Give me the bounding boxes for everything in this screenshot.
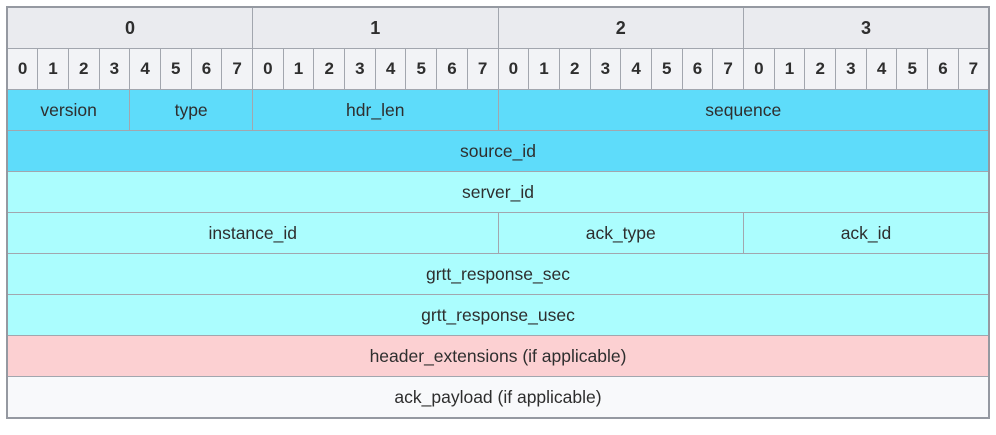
bit-header-cell-byte0-bit3: 3 [98, 48, 131, 90]
bit-header-cell-byte3-bit4: 4 [865, 48, 898, 90]
field-cell-instance-id: instance_id [6, 212, 499, 254]
bit-header-cell-byte2-bit1: 1 [528, 48, 560, 90]
bit-header-cell-byte2-bit0: 0 [497, 48, 530, 90]
bit-header-cell-byte3-bit2: 2 [804, 48, 837, 90]
field-cell-type: type [129, 89, 253, 131]
bit-header-cell-byte1-bit2: 2 [313, 48, 346, 90]
bit-header-cell-byte3-bit3: 3 [835, 48, 867, 90]
field-cell-ack-id: ack_id [743, 212, 990, 254]
byte-header-cell-1: 1 [252, 6, 499, 49]
field-cell-hdr-len: hdr_len [252, 89, 499, 131]
field-row-header-extensions: header_extensions (if applicable) [6, 335, 990, 377]
field-row-source-id: source_id [6, 130, 990, 172]
bit-header-cell-byte3-bit7: 7 [957, 48, 990, 90]
bit-header-cell-byte2-bit4: 4 [620, 48, 652, 90]
byte-header-cell-0: 0 [6, 6, 253, 49]
bit-header-cell-byte2-bit2: 2 [558, 48, 591, 90]
bit-header-cell-byte2-bit5: 5 [650, 48, 683, 90]
bit-header-cell-byte0-bit4: 4 [129, 48, 161, 90]
bit-header-cell-byte3-bit0: 0 [743, 48, 775, 90]
bit-header-cell-byte0-bit6: 6 [190, 48, 223, 90]
bit-header-cell-byte1-bit1: 1 [282, 48, 315, 90]
field-row-grtt-response-usec: grtt_response_usec [6, 294, 990, 336]
field-cell-header-extensions: header_extensions (if applicable) [6, 335, 990, 377]
bit-header-cell-byte2-bit6: 6 [681, 48, 714, 90]
bit-header-cell-byte0-bit2: 2 [67, 48, 100, 90]
bit-header-cell-byte1-bit6: 6 [436, 48, 468, 90]
bit-header-cell-byte1-bit5: 5 [405, 48, 438, 90]
bit-header-cell-byte1-bit7: 7 [466, 48, 499, 90]
bit-header-cell-byte1-bit3: 3 [344, 48, 376, 90]
field-cell-grtt-response-usec: grtt_response_usec [6, 294, 990, 336]
field-cell-sequence: sequence [497, 89, 990, 131]
field-row-ack-payload: ack_payload (if applicable) [6, 376, 990, 419]
bit-header-cell-byte1-bit0: 0 [252, 48, 284, 90]
field-cell-ack-payload: ack_payload (if applicable) [6, 376, 990, 419]
byte-header-cell-2: 2 [497, 6, 744, 49]
field-cell-server-id: server_id [6, 171, 990, 213]
byte-header-cell-3: 3 [743, 6, 990, 49]
bit-header-cell-byte3-bit6: 6 [927, 48, 959, 90]
bit-header-cell-byte2-bit7: 7 [712, 48, 744, 90]
bit-header-cell-byte0-bit7: 7 [221, 48, 253, 90]
field-row-grtt-response-sec: grtt_response_sec [6, 253, 990, 295]
bit-header-cell-byte3-bit1: 1 [773, 48, 806, 90]
bit-header-cell-byte0-bit5: 5 [159, 48, 192, 90]
field-cell-ack-type: ack_type [497, 212, 744, 254]
bit-header-cell-byte3-bit5: 5 [896, 48, 929, 90]
bit-header-cell-byte0-bit0: 0 [6, 48, 39, 90]
field-cell-version: version [6, 89, 131, 131]
field-cell-grtt-response-sec: grtt_response_sec [6, 253, 990, 295]
bit-header-cell-byte0-bit1: 1 [37, 48, 69, 90]
field-row-server-id: server_id [6, 171, 990, 213]
bit-header-cell-byte2-bit3: 3 [589, 48, 622, 90]
bit-header-cell-byte1-bit4: 4 [374, 48, 407, 90]
field-cell-source-id: source_id [6, 130, 990, 172]
